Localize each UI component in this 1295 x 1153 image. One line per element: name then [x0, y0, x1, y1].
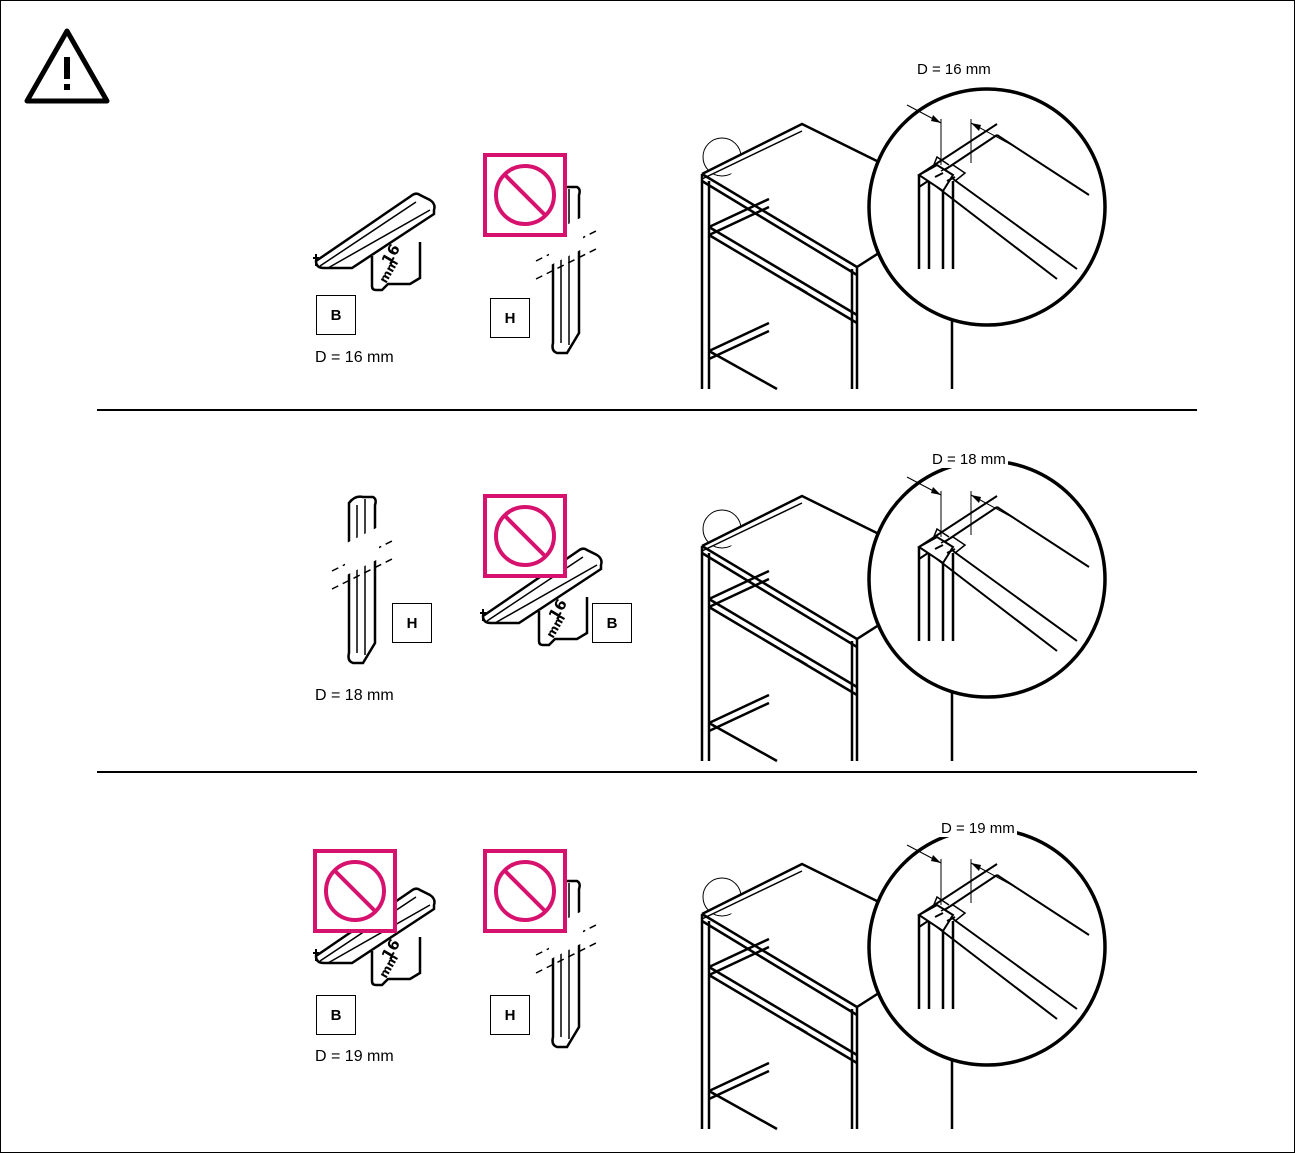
cabinet-detail-diagram [700, 827, 1107, 1131]
detail-dimension-label: D = 19 mm [939, 820, 1017, 837]
part-b-label: B [592, 603, 632, 643]
part-b-clip [311, 192, 436, 292]
part-h-label: H [392, 603, 432, 643]
warning-triangle-icon [24, 28, 110, 104]
part-h-label: H [490, 995, 530, 1035]
part-h-label: H [490, 298, 530, 338]
part-b-label: B [316, 995, 356, 1035]
part-b-label: B [316, 295, 356, 335]
depth-label: D = 16 mm [315, 349, 394, 366]
cabinet-detail-diagram [700, 459, 1107, 763]
depth-label: D = 18 mm [315, 687, 394, 704]
cabinet-detail-diagram [700, 87, 1107, 391]
depth-label: D = 19 mm [315, 1048, 394, 1065]
prohibited-icon [313, 849, 397, 933]
part-h-profile [330, 495, 394, 665]
detail-dimension-label: D = 16 mm [915, 61, 993, 78]
detail-dimension-label: D = 18 mm [930, 451, 1008, 468]
prohibited-icon [483, 494, 567, 578]
prohibited-icon [483, 153, 567, 237]
prohibited-icon [483, 849, 567, 933]
